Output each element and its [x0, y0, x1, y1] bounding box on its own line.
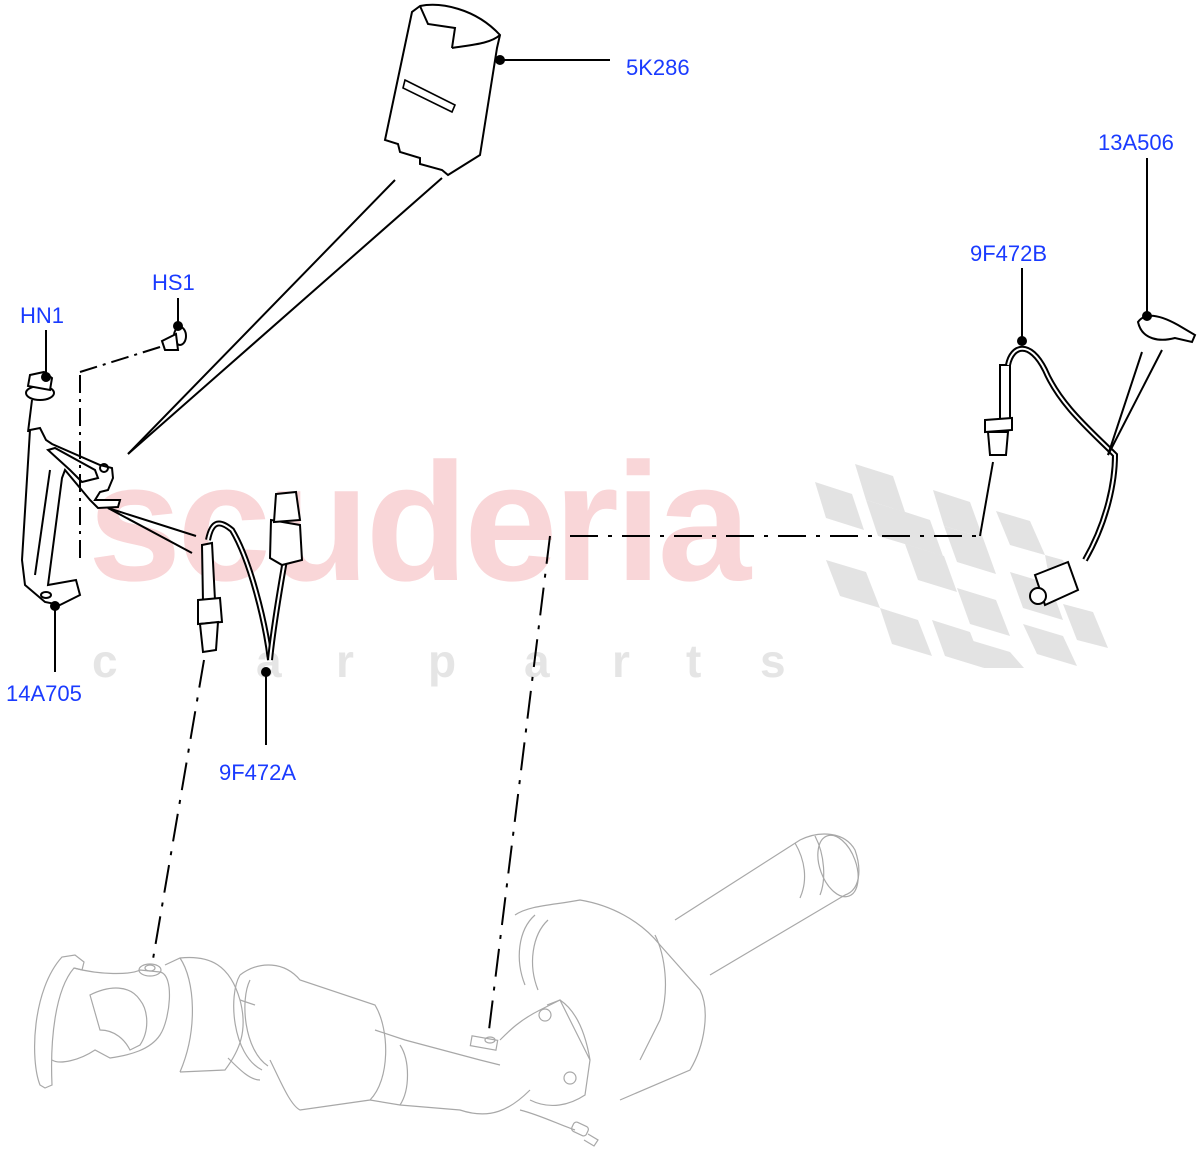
tagline-letter: r — [336, 635, 354, 687]
stud-drawing — [160, 326, 187, 351]
sensor-bracket-drawing — [20, 426, 122, 607]
downstream-oxygen-sensor-drawing — [984, 345, 1119, 607]
callout-14A705[interactable]: 14A705 — [6, 681, 82, 706]
tagline-letter: c — [92, 635, 118, 687]
brand-watermark: scuderia — [88, 428, 751, 616]
callout-13A506[interactable]: 13A506 — [1098, 130, 1174, 155]
tagline-letter: t — [686, 635, 702, 687]
callout-9F472A[interactable]: 9F472A — [219, 760, 297, 785]
callout-9F472B[interactable]: 9F472B — [970, 241, 1048, 266]
callout-HN1[interactable]: HN1 — [20, 303, 65, 328]
callout-5K286[interactable]: 5K286 — [626, 55, 690, 80]
tagline-letter: r — [612, 635, 630, 687]
tagline-letter: p — [428, 635, 457, 687]
upstream-oxygen-sensor-drawing — [197, 490, 304, 661]
nut-drawing — [25, 370, 55, 433]
heat-shield-drawing — [383, 3, 502, 177]
tagline-letter: s — [760, 635, 786, 687]
exhaust-catalyst-assembly — [33, 833, 860, 1147]
callout-HS1[interactable]: HS1 — [152, 270, 195, 295]
